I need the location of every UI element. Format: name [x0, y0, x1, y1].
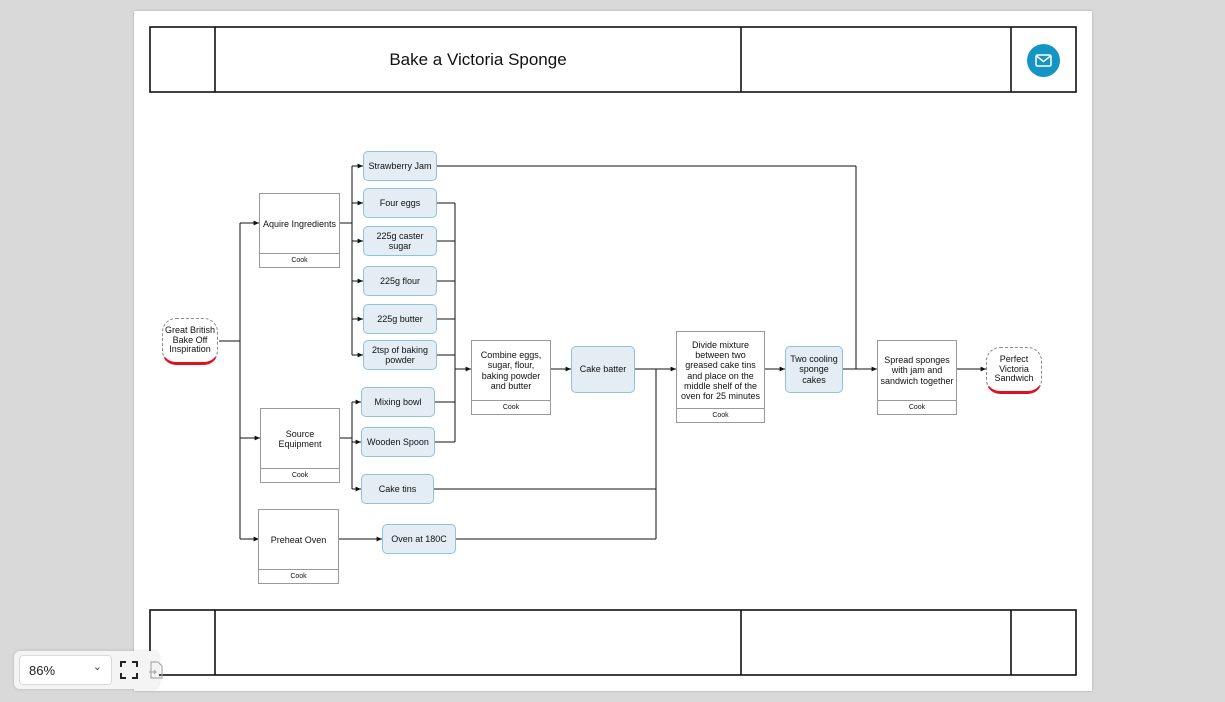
- mail-icon[interactable]: [1027, 44, 1060, 77]
- item-oven: Oven at 180C: [382, 524, 456, 554]
- fullscreen-icon[interactable]: [120, 661, 138, 679]
- end-event-label: Perfect Victoria Sandwich: [994, 353, 1034, 384]
- zoom-value: 86%: [29, 663, 56, 678]
- step-preheat-oven: Preheat Oven Cook: [258, 509, 339, 584]
- item-cake-batter: Cake batter: [571, 346, 635, 393]
- start-event-label: Great British Bake Off Inspiration: [164, 324, 215, 355]
- item-strawberry-jam: Strawberry Jam: [363, 151, 437, 181]
- step-label: Divide mixture between two greased cake …: [680, 340, 761, 401]
- diagram-title: Bake a Victoria Sponge: [389, 50, 567, 69]
- step-spread-sponges: Spread sponges with jam and sandwich tog…: [877, 340, 957, 415]
- export-icon[interactable]: [148, 661, 164, 679]
- role-label: Cook: [261, 468, 339, 482]
- item-baking-powder: 2tsp of baking powder: [363, 340, 437, 370]
- item-four-eggs: Four eggs: [363, 188, 437, 218]
- item-wooden-spoon: Wooden Spoon: [361, 427, 435, 457]
- start-event: Great British Bake Off Inspiration: [162, 318, 218, 365]
- item-butter: 225g butter: [363, 304, 437, 334]
- item-cooling-sponges: Two cooling sponge cakes: [785, 346, 843, 393]
- step-source-equipment: Source Equipment Cook: [260, 408, 340, 483]
- role-label: Cook: [677, 408, 764, 422]
- item-cake-tins: Cake tins: [361, 474, 434, 504]
- step-label: Combine eggs, sugar, flour, baking powde…: [480, 350, 542, 391]
- role-label: Cook: [260, 253, 339, 267]
- zoom-toolbar: 86% ⌄: [14, 651, 163, 689]
- step-combine: Combine eggs, sugar, flour, baking powde…: [471, 340, 551, 415]
- step-label: Source Equipment: [278, 428, 322, 449]
- step-divide-mixture: Divide mixture between two greased cake …: [676, 331, 765, 423]
- role-label: Cook: [472, 400, 550, 414]
- step-label: Preheat Oven: [270, 534, 327, 545]
- item-flour: 225g flour: [363, 266, 437, 296]
- chevron-down-icon: ⌄: [92, 661, 102, 673]
- role-label: Cook: [259, 569, 338, 583]
- step-label: Aquire Ingredients: [262, 218, 337, 229]
- step-label: Spread sponges with jam and sandwich tog…: [880, 355, 954, 386]
- step-acquire-ingredients: Aquire Ingredients Cook: [259, 193, 340, 268]
- item-mixing-bowl: Mixing bowl: [361, 387, 435, 417]
- role-label: Cook: [878, 400, 956, 414]
- zoom-select[interactable]: 86% ⌄: [19, 655, 112, 685]
- item-caster-sugar: 225g caster sugar: [363, 226, 437, 256]
- end-event: Perfect Victoria Sandwich: [986, 347, 1042, 394]
